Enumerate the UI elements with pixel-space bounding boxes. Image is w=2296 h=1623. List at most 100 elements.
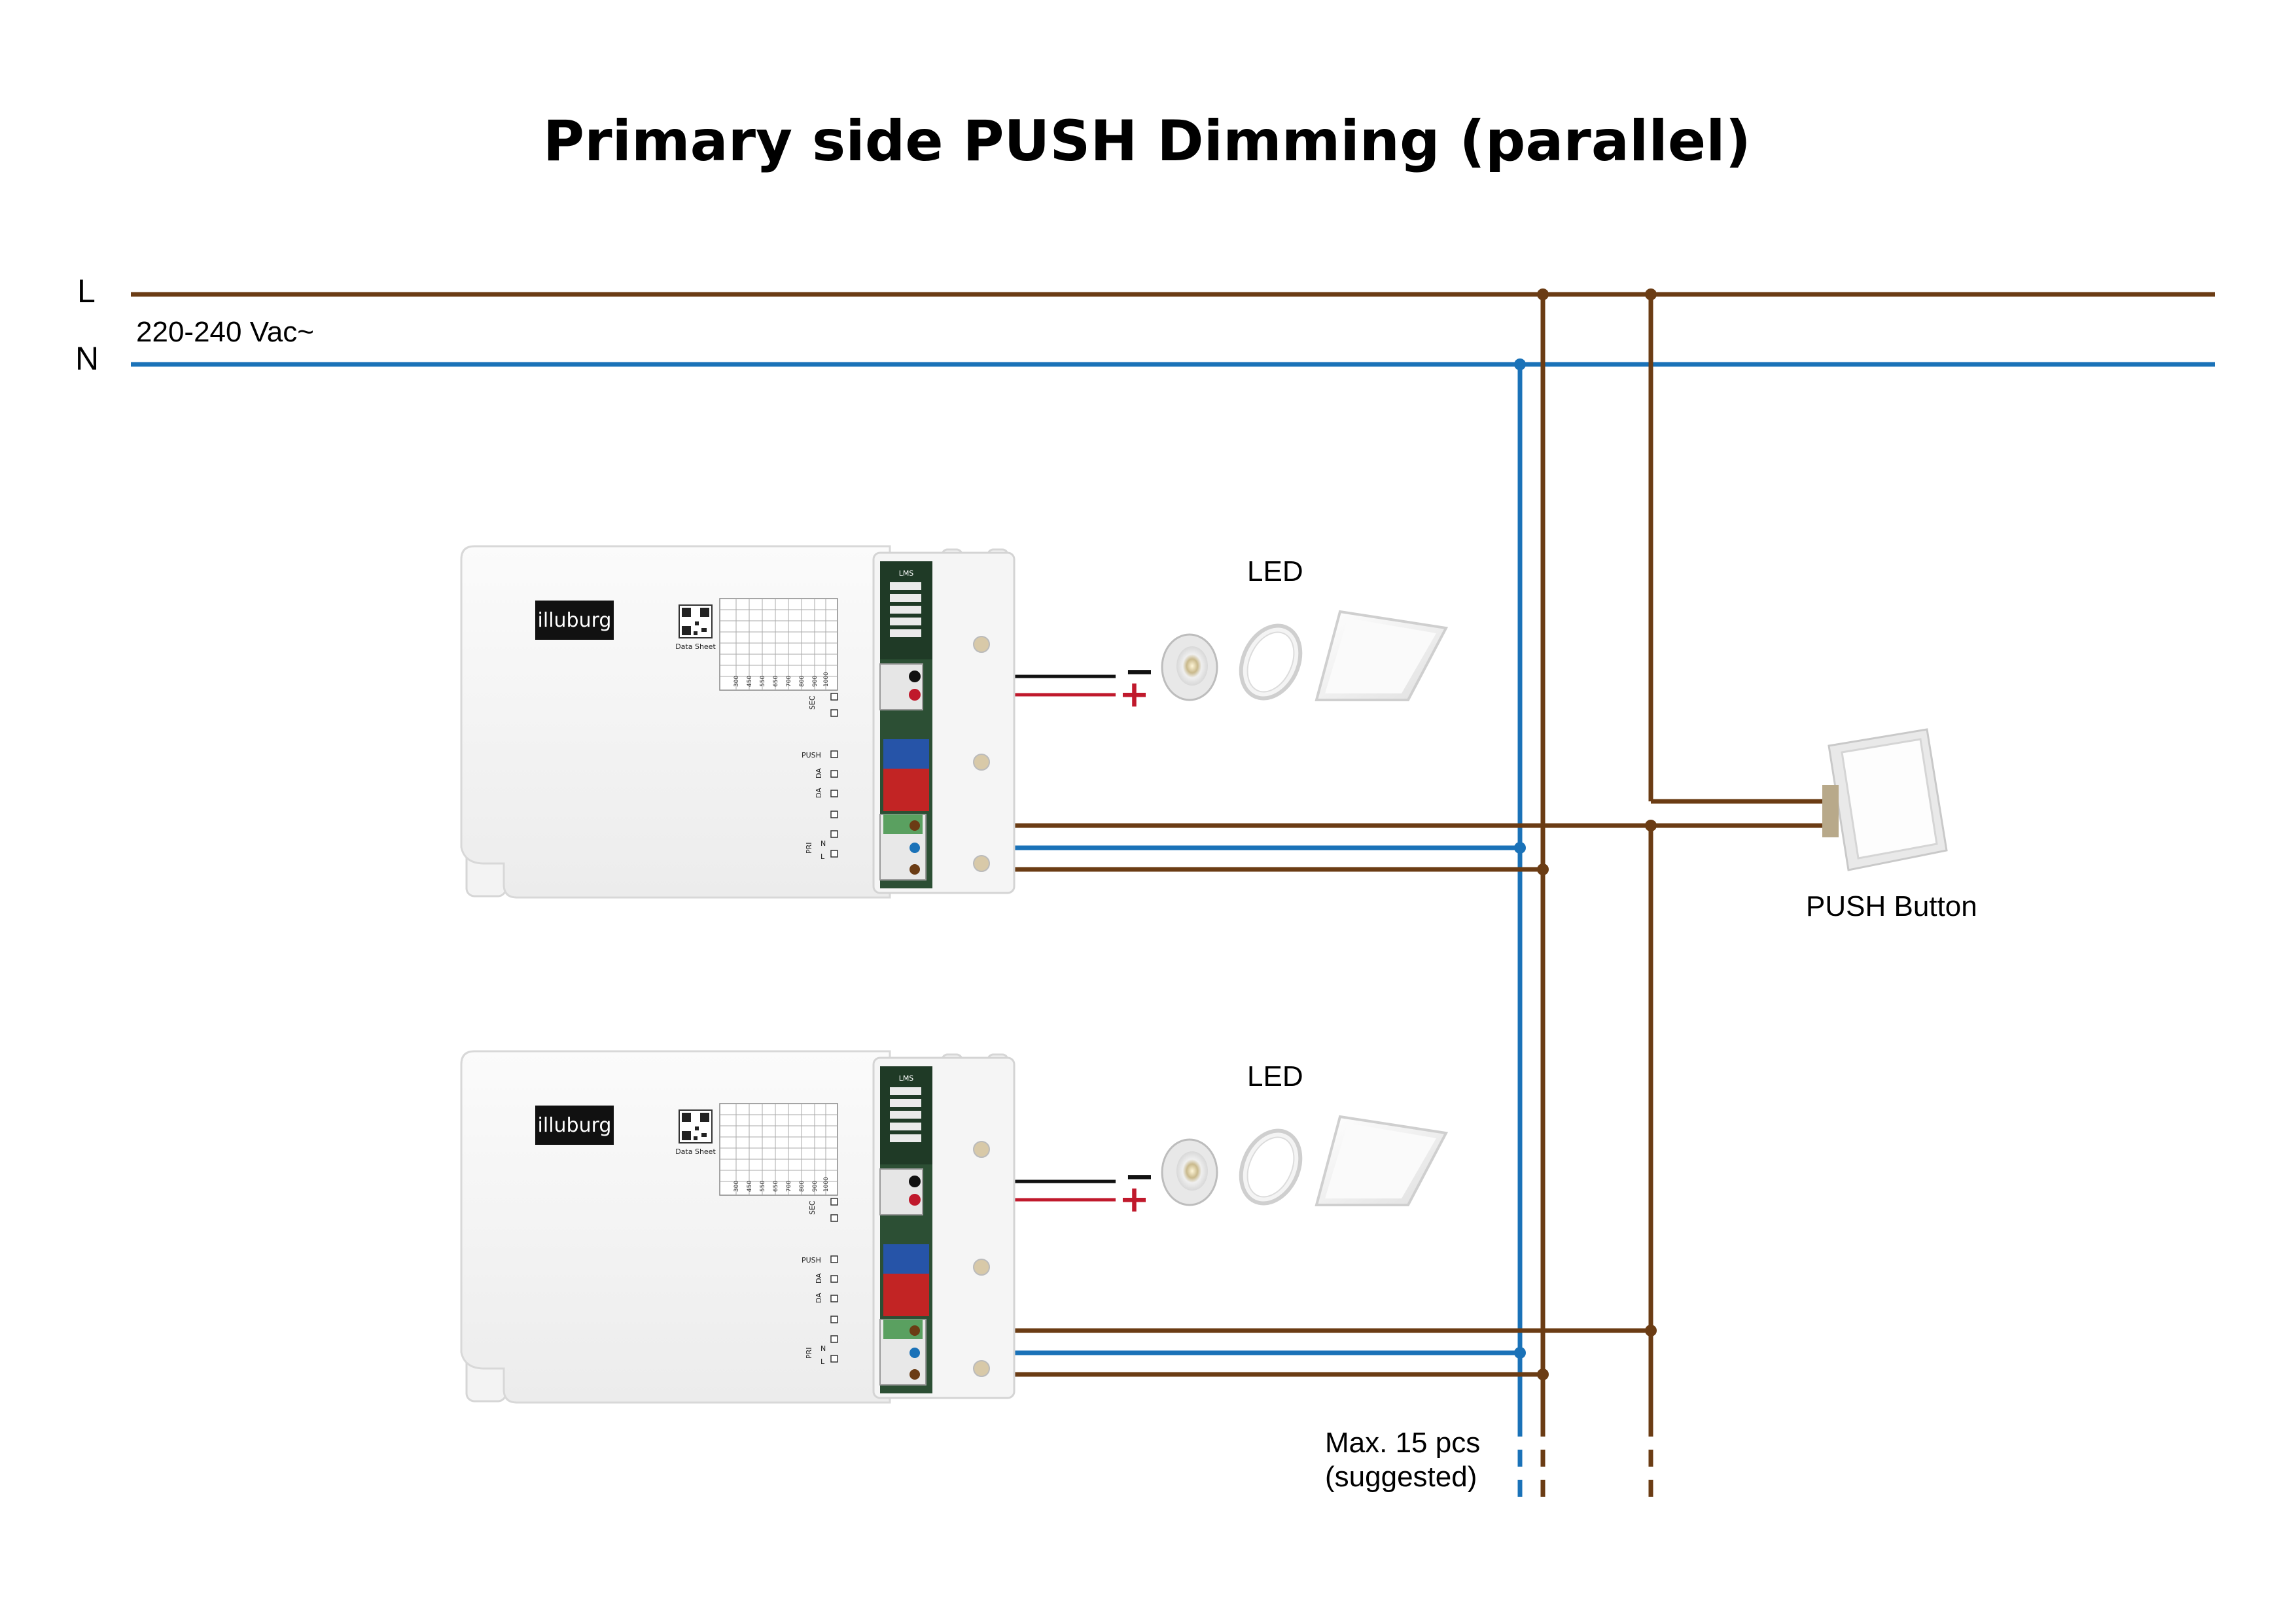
current-value: 550 bbox=[760, 676, 766, 687]
downlight-icon bbox=[1161, 633, 1218, 701]
terminal-neutral bbox=[910, 843, 920, 853]
push-label: PUSH bbox=[802, 1256, 821, 1265]
current-value: 900 bbox=[812, 1181, 819, 1192]
neutral-label: N bbox=[75, 340, 99, 377]
secondary-terminal bbox=[879, 1168, 923, 1215]
junction-dot bbox=[1537, 864, 1549, 875]
max-quantity-note-suffix: (suggested) bbox=[1325, 1461, 1477, 1493]
da-clamp bbox=[906, 769, 929, 811]
ring-light-icon bbox=[1239, 1128, 1303, 1206]
terminal-neutral bbox=[910, 1348, 920, 1358]
terminal-letter: N bbox=[821, 1344, 826, 1353]
ring-light-icon bbox=[1239, 623, 1303, 701]
current-value: 650 bbox=[773, 676, 779, 687]
plus-sign: + bbox=[1119, 673, 1150, 716]
push-label: PUSH bbox=[802, 751, 821, 759]
screw-icon bbox=[973, 1141, 990, 1158]
terminal-negative bbox=[909, 671, 921, 682]
dip-switches bbox=[890, 582, 921, 637]
junction-dot bbox=[1514, 842, 1526, 854]
push-button-switch bbox=[1822, 728, 1948, 871]
brand-logo bbox=[535, 601, 614, 640]
led-label: LED bbox=[1247, 555, 1303, 587]
diagram-title: Primary side PUSH Dimming (parallel) bbox=[543, 109, 1751, 174]
led-driver-1: illuburg Data Sheet 300 bbox=[460, 545, 1449, 899]
screw-icon bbox=[973, 1360, 990, 1377]
panel-light-icon bbox=[1315, 1115, 1449, 1206]
junction-dot bbox=[1537, 1369, 1549, 1380]
plus-sign: + bbox=[1119, 1178, 1150, 1221]
da-clamp bbox=[906, 1274, 929, 1316]
led-label: LED bbox=[1247, 1060, 1303, 1092]
current-value: 800 bbox=[799, 1181, 805, 1192]
max-quantity-note: Max. 15 pcs bbox=[1325, 1427, 1480, 1459]
junction-dot bbox=[1645, 288, 1657, 300]
push-clamp bbox=[883, 739, 906, 769]
current-value: 450 bbox=[747, 1181, 753, 1192]
terminal-negative bbox=[909, 1176, 921, 1187]
terminal-positive bbox=[909, 1194, 921, 1206]
pri-label: PRI bbox=[805, 842, 813, 854]
switch-terminals bbox=[1822, 785, 1839, 837]
terminal-push bbox=[910, 1325, 920, 1336]
junction-dot bbox=[1645, 820, 1657, 831]
lms-label: LMS bbox=[899, 1074, 914, 1083]
switch-rocker bbox=[1841, 738, 1938, 860]
sec-label: SEC bbox=[808, 1200, 817, 1215]
data-sheet-label: Data Sheet bbox=[675, 642, 716, 651]
push-clamp bbox=[906, 739, 929, 769]
screw-icon bbox=[973, 636, 990, 653]
screw-icon bbox=[973, 855, 990, 872]
screw-icon bbox=[973, 754, 990, 771]
marker-boxes bbox=[830, 1198, 838, 1363]
dip-switches bbox=[890, 1087, 921, 1142]
junction-dot bbox=[1645, 1325, 1657, 1336]
da-clamp bbox=[883, 1274, 906, 1316]
screw-icon bbox=[973, 1259, 990, 1276]
brand-logo-text: illuburg bbox=[538, 1114, 612, 1137]
wiring bbox=[131, 288, 2215, 1505]
current-value: 700 bbox=[786, 676, 792, 687]
terminal-line bbox=[910, 1369, 920, 1380]
current-value: 900 bbox=[812, 676, 819, 687]
da-clamp bbox=[883, 769, 906, 811]
da-label: DA bbox=[815, 1293, 823, 1303]
output-current-table: 300 450 550 650 700 800 900 1000 bbox=[719, 1103, 838, 1196]
led-driver-2: illuburg Data Sheet 300 450 bbox=[460, 1050, 1449, 1404]
current-value: 650 bbox=[773, 1181, 779, 1192]
minus-sign: − bbox=[1124, 1155, 1155, 1198]
terminal-positive bbox=[909, 689, 921, 701]
da-label: DA bbox=[815, 768, 823, 778]
marker-boxes bbox=[830, 693, 838, 858]
terminal-push bbox=[910, 820, 920, 831]
terminal-letter: L bbox=[821, 852, 825, 861]
data-sheet-label: Data Sheet bbox=[675, 1147, 716, 1156]
current-value: 1000 bbox=[823, 672, 830, 687]
da-label: DA bbox=[815, 1273, 823, 1283]
push-clamp bbox=[906, 1244, 929, 1274]
push-button-label: PUSH Button bbox=[1806, 890, 1977, 922]
push-clamp bbox=[883, 1244, 906, 1274]
line-label: L bbox=[77, 273, 96, 309]
current-value: 700 bbox=[786, 1181, 792, 1192]
downlight-icon bbox=[1161, 1138, 1218, 1206]
da-label: DA bbox=[815, 788, 823, 798]
terminal-letter: N bbox=[821, 839, 826, 848]
current-value: 1000 bbox=[823, 1177, 830, 1192]
junction-dot bbox=[1514, 358, 1526, 370]
terminal-letter: L bbox=[821, 1357, 825, 1366]
terminal-line bbox=[910, 864, 920, 875]
current-value: 300 bbox=[733, 676, 740, 687]
brand-logo-text: illuburg bbox=[538, 609, 612, 632]
junction-dot bbox=[1537, 288, 1549, 300]
output-current-table: 300 450 550 650 700 800 900 1000 bbox=[719, 598, 838, 691]
sec-label: SEC bbox=[808, 695, 817, 710]
qr-code-icon bbox=[679, 604, 713, 638]
junction-dot bbox=[1514, 1347, 1526, 1359]
current-value: 450 bbox=[747, 676, 753, 687]
qr-code-icon bbox=[679, 1109, 713, 1143]
panel-light-icon bbox=[1315, 610, 1449, 701]
voltage-label: 220-240 Vac~ bbox=[136, 316, 314, 348]
brand-logo bbox=[535, 1106, 614, 1145]
